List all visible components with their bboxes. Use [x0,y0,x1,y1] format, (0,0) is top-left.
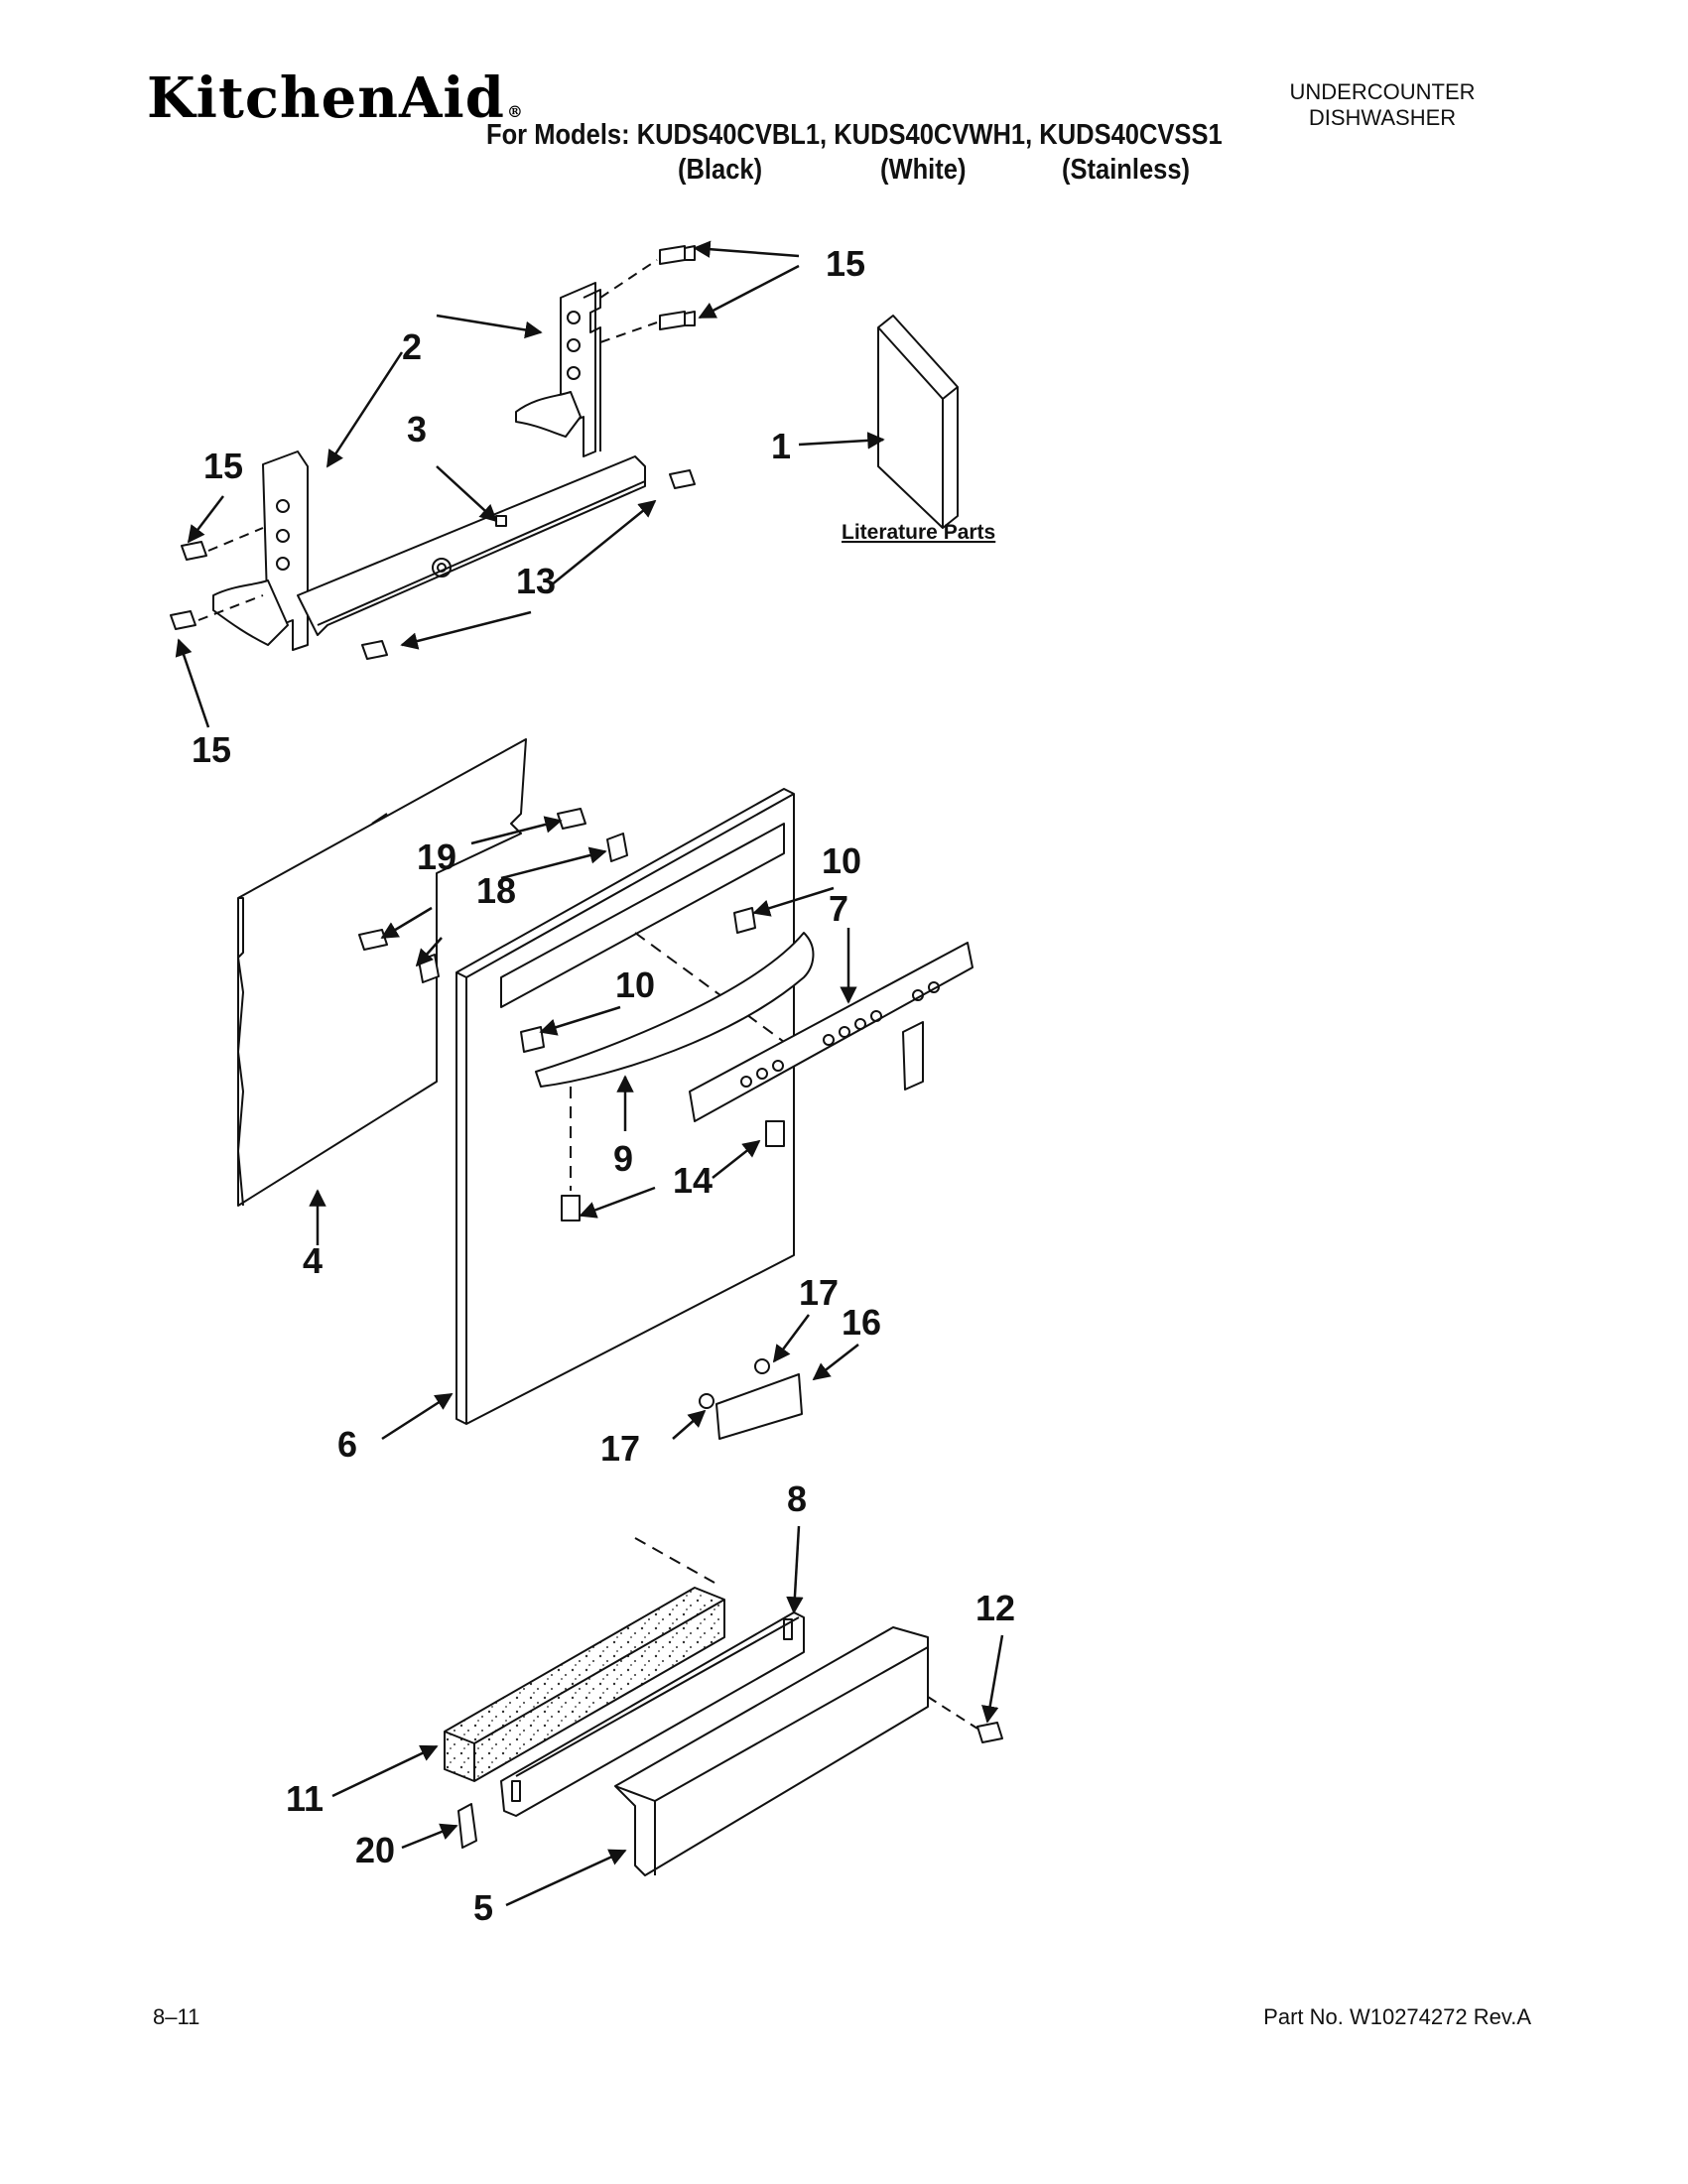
callout-5: 5 [473,1887,493,1928]
nameplate-16 [715,1373,803,1440]
literature-book [877,315,959,529]
product-line-2: DISHWASHER [1308,105,1457,130]
callout-10-left: 10 [615,964,655,1005]
control-overlay [689,942,974,1122]
screws-15-left [170,541,207,630]
screws-19 [358,808,586,951]
callout-15-left: 15 [203,446,243,486]
handle [535,932,815,1088]
callout-19: 19 [417,836,456,877]
callout-14: 14 [673,1160,713,1201]
product-type: UNDERCOUNTER DISHWASHER [1234,79,1531,131]
callout-8: 8 [787,1478,807,1519]
part-number: Part No. W10274272 Rev.A [1263,2004,1531,2029]
callout-2: 2 [402,326,422,367]
variant-white: (White) [880,154,967,186]
callout-3: 3 [407,409,427,450]
control-bar [297,455,646,636]
variant-stainless: (Stainless) [1062,154,1191,186]
screw-15-top [659,245,696,330]
models-line: For Models: KUDS40CVBL1, KUDS40CVWH1, KU… [486,119,1223,151]
variant-black: (Black) [678,154,763,186]
callout-17-bottom: 17 [600,1428,640,1469]
callout-17-top: 17 [799,1272,839,1313]
callout-7: 7 [829,888,848,929]
callout-13: 13 [516,561,556,601]
callout-16: 16 [842,1302,881,1343]
foam-insulation [444,1587,725,1782]
callout-15-bottom: 15 [192,729,231,770]
brand-logo: KitchenAid® [147,65,524,131]
clip-20 [457,1803,477,1849]
bracket-right [515,282,601,457]
access-panel [614,1626,929,1876]
bumpers-10 [520,907,756,1053]
callout-10-right: 10 [822,840,861,881]
screws-13 [361,469,696,660]
callout-6: 6 [337,1424,357,1465]
callout-4: 4 [303,1240,323,1281]
nuts-17 [699,1358,770,1409]
callout-1: 1 [771,426,791,466]
callout-18: 18 [476,870,516,911]
bracket-left [212,450,309,651]
outer-panel [237,738,527,1207]
callout-12: 12 [975,1588,1015,1628]
callout-9: 9 [613,1138,633,1179]
callout-15-top: 15 [826,243,865,284]
callout-11: 11 [286,1778,324,1819]
literature-parts-label: Literature Parts [842,521,995,544]
product-line-1: UNDERCOUNTER [1289,79,1476,104]
screw-12 [976,1722,1003,1743]
callout-20: 20 [355,1830,395,1870]
page-number: 8–11 [153,2004,200,2029]
